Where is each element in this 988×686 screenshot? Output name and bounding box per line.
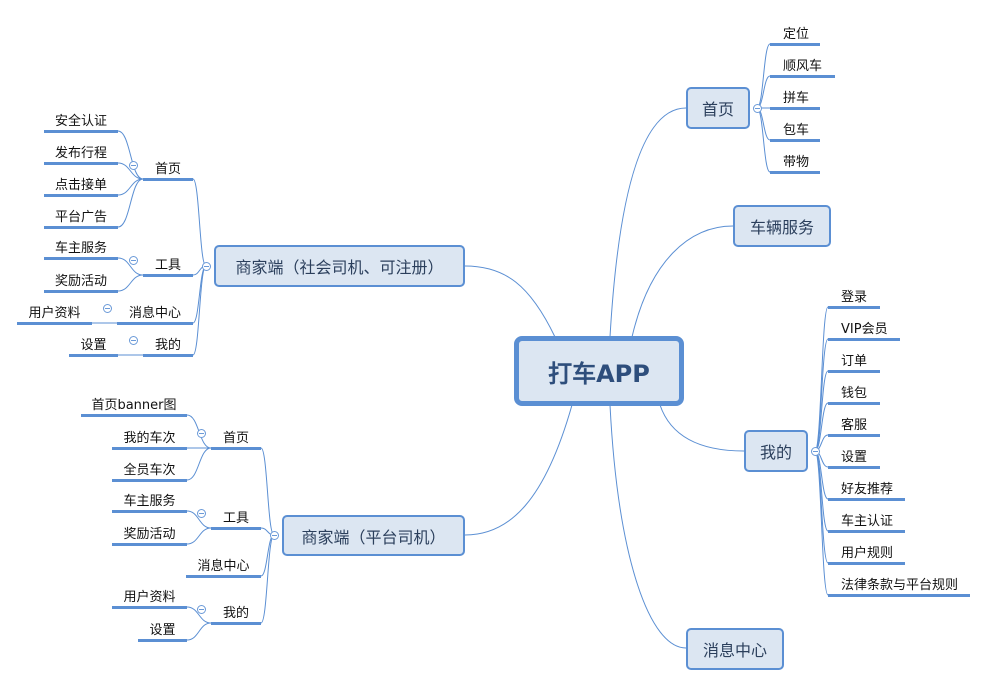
connector-line [631,225,734,338]
collapse-toggle-icon[interactable] [103,304,112,313]
collapse-toggle-icon[interactable] [197,509,206,518]
leaf-safety-auth[interactable]: 安全认证 [44,114,118,133]
connector-line [464,404,573,536]
leaf-settings[interactable]: 设置 [69,338,118,357]
connector-line [756,43,771,109]
node-home[interactable]: 首页 [686,87,750,129]
leaf-user-profile[interactable]: 用户资料 [112,590,187,609]
collapse-toggle-icon[interactable] [129,336,138,345]
leaf-mine-2[interactable]: 订单 [828,354,880,373]
leaf-user-profile[interactable]: 用户资料 [17,306,92,325]
collapse-toggle-icon[interactable] [811,447,820,456]
connector-line [260,534,275,624]
node-merchant-platform[interactable]: 商家端（平台司机） [282,515,465,556]
connector-line [464,265,556,338]
leaf-rewards[interactable]: 奖励活动 [44,274,118,293]
connector-line [186,606,212,624]
sub-messages[interactable]: 消息中心 [186,559,261,578]
connector-line [186,622,212,641]
sub-home[interactable]: 首页 [211,431,261,450]
leaf-all-trips[interactable]: 全员车次 [112,463,187,482]
connector-line [260,447,275,536]
sub-mine[interactable]: 我的 [211,606,261,625]
sub-mine[interactable]: 我的 [143,338,193,357]
leaf-settings[interactable]: 设置 [138,623,187,642]
leaf-mine-9[interactable]: 法律条款与平台规则 [828,578,970,597]
connector-line [659,404,745,452]
collapse-toggle-icon[interactable] [753,104,762,113]
connector-line [756,107,771,173]
leaf-platform-ads[interactable]: 平台广告 [44,210,118,229]
connector-line [192,265,207,356]
leaf-mine-0[interactable]: 登录 [828,290,880,309]
leaf-rewards[interactable]: 奖励活动 [112,527,187,546]
leaf-publish-trip[interactable]: 发布行程 [44,146,118,165]
connector-line [609,404,687,649]
leaf-delivery[interactable]: 带物 [770,155,820,174]
leaf-ride-share[interactable]: 顺风车 [770,59,835,78]
connector-line [186,447,212,481]
leaf-charter[interactable]: 包车 [770,123,820,142]
leaf-mine-5[interactable]: 设置 [828,450,880,469]
connector-line [117,178,144,196]
collapse-toggle-icon[interactable] [197,605,206,614]
connector-line [192,178,207,267]
connector-line [609,107,687,338]
connector-line [186,527,212,545]
leaf-mine-7[interactable]: 车主认证 [828,514,905,533]
leaf-mine-1[interactable]: VIP会员 [828,322,900,341]
connector-line [260,534,275,577]
node-merchant-social[interactable]: 商家端（社会司机、可注册） [214,245,465,287]
connector-line [117,162,144,180]
connector-line [117,274,144,292]
collapse-toggle-icon[interactable] [270,531,279,540]
leaf-banner[interactable]: 首页banner图 [81,398,187,417]
leaf-my-trips[interactable]: 我的车次 [112,431,187,450]
collapse-toggle-icon[interactable] [202,262,211,271]
leaf-owner-service[interactable]: 车主服务 [112,494,187,513]
leaf-mine-4[interactable]: 客服 [828,418,880,437]
connector-line [117,178,144,228]
connector-line [186,510,212,529]
connector-line [814,338,829,452]
root-node[interactable]: 打车APP [514,336,684,406]
collapse-toggle-icon[interactable] [197,429,206,438]
collapse-toggle-icon[interactable] [129,161,138,170]
leaf-mine-3[interactable]: 钱包 [828,386,880,405]
leaf-carpool[interactable]: 拼车 [770,91,820,110]
sub-home[interactable]: 首页 [143,162,193,181]
connector-line [117,130,144,180]
leaf-mine-6[interactable]: 好友推荐 [828,482,905,501]
leaf-accept-order[interactable]: 点击接单 [44,178,118,197]
leaf-mine-8[interactable]: 用户规则 [828,546,905,565]
leaf-owner-service[interactable]: 车主服务 [44,241,118,260]
connector-line [117,257,144,276]
sub-messages[interactable]: 消息中心 [117,306,193,325]
node-vehicle-service[interactable]: 车辆服务 [733,205,831,247]
sub-tools[interactable]: 工具 [143,258,193,277]
connector-line [814,450,829,564]
node-messages[interactable]: 消息中心 [686,628,784,670]
collapse-toggle-icon[interactable] [129,256,138,265]
connector-line [814,450,829,596]
node-mine[interactable]: 我的 [744,430,808,472]
leaf-locate[interactable]: 定位 [770,27,820,46]
sub-tools[interactable]: 工具 [211,511,261,530]
